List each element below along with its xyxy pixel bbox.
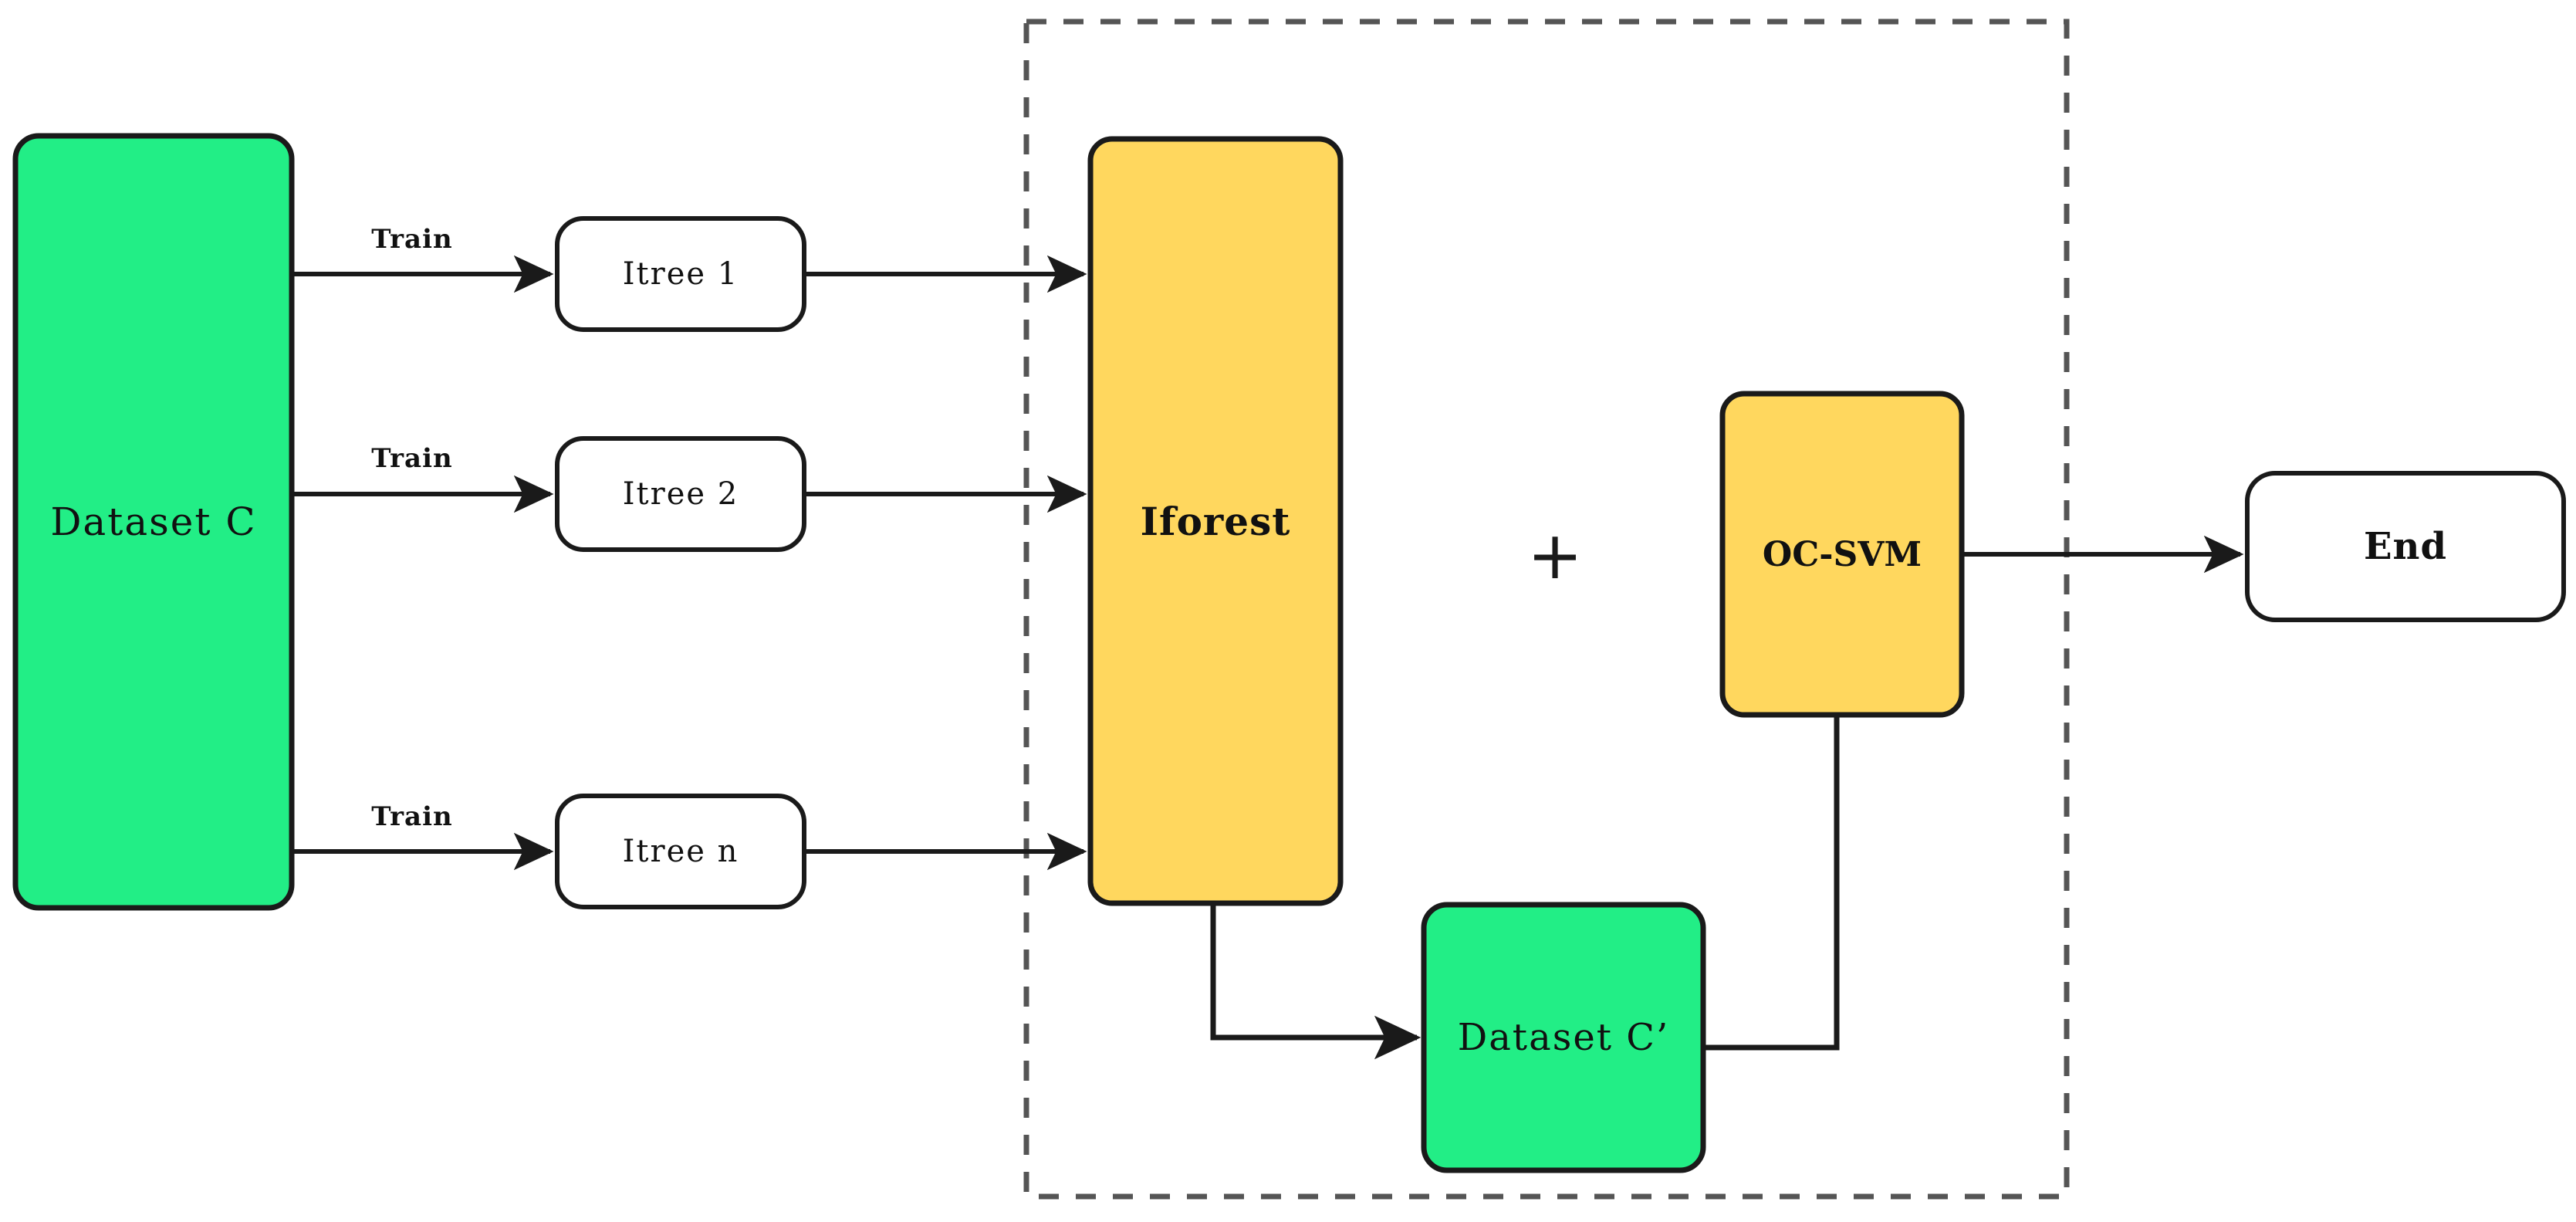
node-itree-1[interactable] [555, 216, 806, 332]
node-end[interactable] [2245, 471, 2566, 622]
node-itree-2[interactable] [555, 436, 806, 552]
ensemble-group-boundary [1023, 19, 2070, 1200]
node-dataset-c-prime[interactable] [1421, 902, 1706, 1173]
node-iforest[interactable] [1087, 136, 1344, 906]
node-dataset-c[interactable] [12, 133, 295, 911]
edge-iforest-to-dataset-c-prime [1210, 903, 1422, 1060]
edge-dataset-c-prime-to-oc-svm [1703, 715, 1840, 1051]
node-itree-n[interactable] [555, 794, 806, 909]
node-oc-svm[interactable] [1719, 391, 1965, 718]
